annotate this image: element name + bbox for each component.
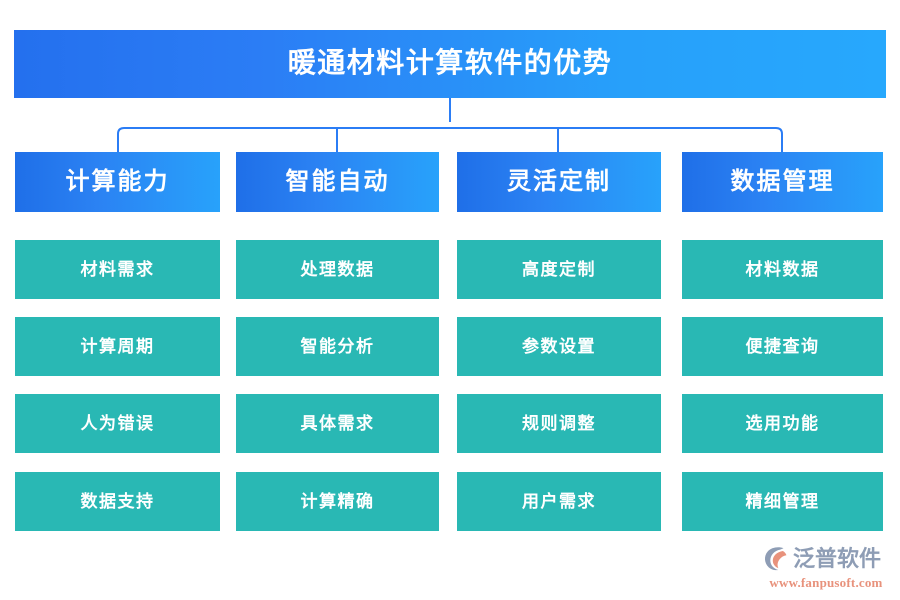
item-label: 材料数据: [745, 260, 820, 279]
item-box[interactable]: 参数设置: [457, 317, 661, 376]
item-label: 具体需求: [300, 414, 375, 433]
item-box[interactable]: 便捷查询: [682, 317, 883, 376]
category-label: 智能自动: [285, 169, 390, 195]
item-box[interactable]: 具体需求: [236, 394, 439, 453]
category-header-automation[interactable]: 智能自动: [236, 152, 439, 212]
category-label: 灵活定制: [507, 169, 611, 195]
item-box[interactable]: 用户需求: [457, 472, 661, 531]
item-box[interactable]: 处理数据: [236, 240, 439, 299]
item-label: 智能分析: [300, 337, 375, 356]
item-label: 数据支持: [80, 492, 155, 511]
item-label: 计算周期: [80, 337, 155, 356]
item-label: 材料需求: [80, 260, 155, 279]
item-label: 计算精确: [300, 492, 375, 511]
item-box[interactable]: 高度定制: [457, 240, 661, 299]
item-box[interactable]: 智能分析: [236, 317, 439, 376]
fanpu-circle-leaf-icon: [764, 547, 787, 571]
page-title: 暖通材料计算软件的优势: [287, 48, 613, 79]
category-header-customization[interactable]: 灵活定制: [457, 152, 661, 212]
item-box[interactable]: 数据支持: [15, 472, 220, 531]
brand-logo-row: 泛普软件: [762, 544, 890, 574]
item-box[interactable]: 材料需求: [15, 240, 220, 299]
item-label: 便捷查询: [745, 337, 820, 356]
item-label: 处理数据: [300, 260, 375, 279]
item-label: 规则调整: [522, 414, 596, 433]
item-box[interactable]: 计算精确: [236, 472, 439, 531]
brand-name: 泛普软件: [793, 546, 882, 571]
item-label: 参数设置: [522, 337, 596, 356]
category-label: 数据管理: [730, 169, 835, 195]
category-header-data-management[interactable]: 数据管理: [682, 152, 883, 212]
item-label: 选用功能: [745, 414, 820, 433]
item-box[interactable]: 人为错误: [15, 394, 220, 453]
item-box[interactable]: 计算周期: [15, 317, 220, 376]
connector-lines: [117, 98, 783, 153]
category-label: 计算能力: [65, 169, 170, 195]
item-label: 用户需求: [522, 492, 596, 511]
item-box[interactable]: 选用功能: [682, 394, 883, 453]
item-box[interactable]: 精细管理: [682, 472, 883, 531]
item-box[interactable]: 材料数据: [682, 240, 883, 299]
main-title-banner: 暖通材料计算软件的优势: [14, 30, 886, 98]
item-label: 人为错误: [80, 414, 155, 433]
brand-logo: 泛普软件 www.fanpusoft.com: [762, 544, 890, 590]
category-header-computation[interactable]: 计算能力: [15, 152, 220, 212]
item-label: 高度定制: [522, 260, 596, 279]
brand-url: www.fanpusoft.com: [769, 575, 883, 590]
item-label: 精细管理: [745, 492, 820, 511]
item-box[interactable]: 规则调整: [457, 394, 661, 453]
